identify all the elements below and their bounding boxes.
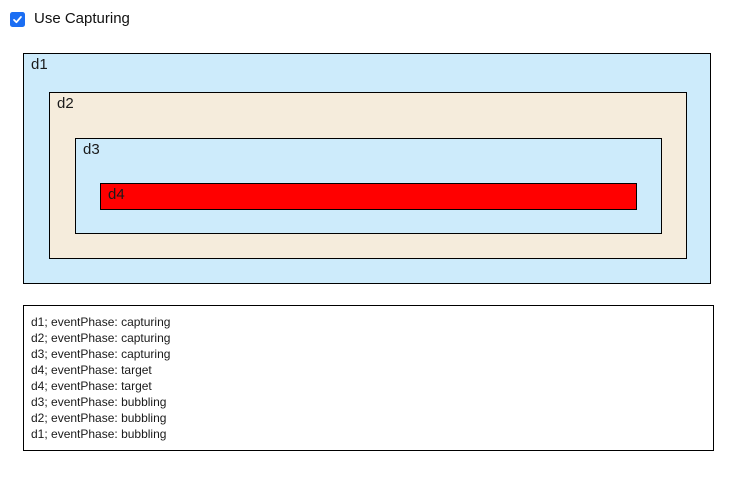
- event-box-d3-label: d3: [83, 141, 100, 158]
- event-box-d1[interactable]: d1 d2 d3 d4: [23, 53, 711, 284]
- log-line: d4; eventPhase: target: [31, 379, 152, 393]
- log-line: d2; eventPhase: bubbling: [31, 411, 167, 425]
- event-box-d2[interactable]: d2 d3 d4: [49, 92, 687, 259]
- event-box-d1-label: d1: [31, 56, 48, 73]
- event-box-d4[interactable]: d4: [100, 183, 637, 210]
- event-box-d4-label: d4: [108, 186, 125, 203]
- log-line: d4; eventPhase: target: [31, 363, 152, 377]
- log-line: d1; eventPhase: bubbling: [31, 427, 167, 441]
- log-line: d2; eventPhase: capturing: [31, 331, 171, 345]
- log-line: d1; eventPhase: capturing: [31, 315, 171, 329]
- event-box-d2-label: d2: [57, 95, 74, 112]
- checkmark-icon: [13, 15, 22, 23]
- event-log-panel: d1; eventPhase: capturing d2; eventPhase…: [23, 305, 714, 451]
- use-capturing-checkbox[interactable]: [10, 11, 25, 27]
- event-box-d3[interactable]: d3 d4: [75, 138, 662, 234]
- use-capturing-label: Use Capturing: [34, 10, 130, 27]
- use-capturing-control[interactable]: Use Capturing: [10, 10, 130, 28]
- log-line: d3; eventPhase: capturing: [31, 347, 171, 361]
- log-line: d3; eventPhase: bubbling: [31, 395, 167, 409]
